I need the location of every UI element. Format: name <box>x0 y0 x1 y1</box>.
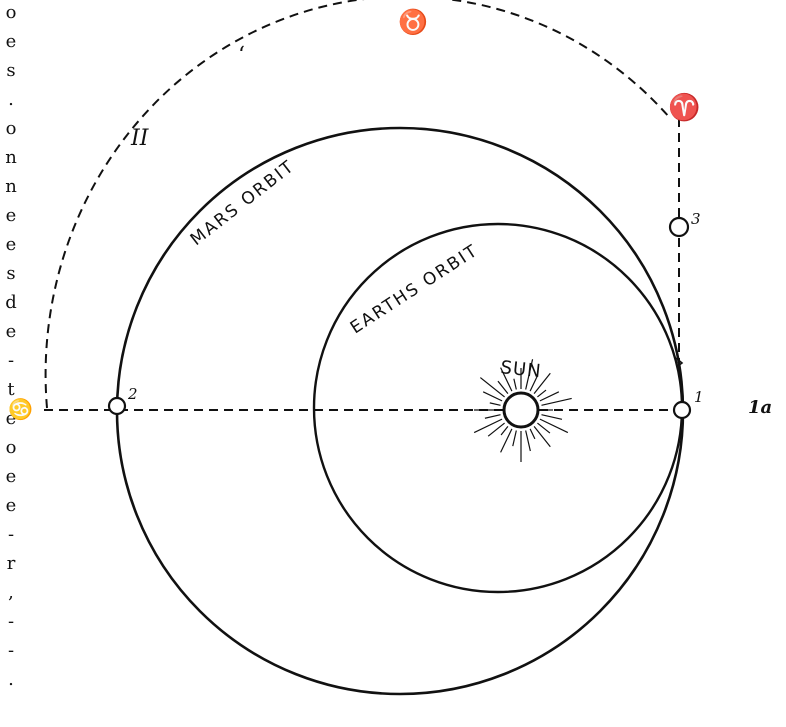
sun-ray <box>514 379 516 390</box>
earth-orbit-circle <box>314 224 682 592</box>
sun-ray <box>537 390 546 397</box>
taurus-sign: ♉ <box>398 8 428 36</box>
sun-ray <box>541 415 561 420</box>
sun-ray <box>513 430 517 446</box>
sun-ray <box>485 415 501 419</box>
aries-sign: ♈ <box>668 92 700 123</box>
gemini-sign: II <box>130 126 150 151</box>
position-label-1: 1 <box>694 388 704 406</box>
sun-ray <box>540 419 568 432</box>
sun-ray <box>537 423 550 433</box>
sun-label: SUN <box>499 357 542 382</box>
position-marker-1 <box>674 402 690 418</box>
zodiac-arc <box>46 0 670 408</box>
position-label-1a: 1a <box>748 397 772 418</box>
tick-mark: ‘ <box>238 43 245 68</box>
sun-ray <box>541 398 571 405</box>
position-label-2: 2 <box>127 385 138 403</box>
sun-ray <box>530 429 535 439</box>
sun-ray <box>490 403 501 405</box>
position-marker-2 <box>109 398 125 414</box>
sun-disc <box>504 393 538 427</box>
sun-ray <box>480 378 504 397</box>
cancer-sign: ♋ <box>8 397 33 421</box>
sun-ray <box>534 426 550 446</box>
sun-ray <box>498 381 508 394</box>
sun-ray <box>501 426 508 435</box>
mars-orbit-label: MARS ORBIT <box>187 156 299 250</box>
sun-ray <box>501 429 512 452</box>
position-label-3: 3 <box>691 210 701 228</box>
position-marker-3 <box>670 218 688 236</box>
sun-ray <box>474 419 502 432</box>
sun-ray <box>526 430 531 450</box>
earths-orbit-label: EARTHS ORBIT <box>347 241 482 339</box>
